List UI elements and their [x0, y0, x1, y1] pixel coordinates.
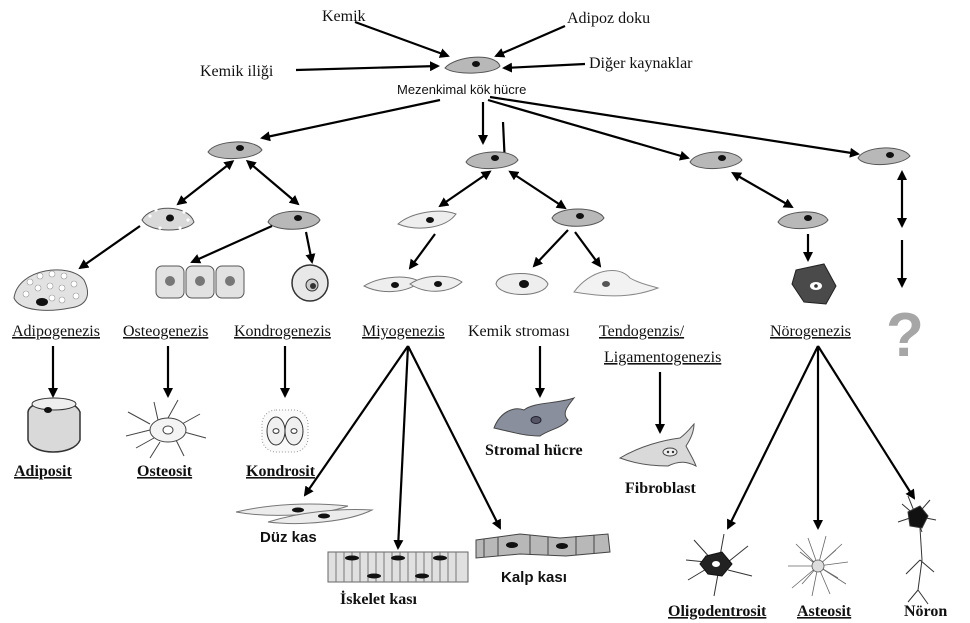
- arrow-miyo-kalp: [407, 345, 501, 530]
- source-kemik: Kemik: [322, 8, 366, 25]
- smooth-muscle-illustration: [235, 503, 374, 524]
- arrow-noro-noron: [817, 345, 916, 500]
- progenitor-cell-4: [857, 147, 911, 165]
- progenitor-cell-1: [207, 141, 263, 160]
- arrow-iligi: [295, 61, 440, 72]
- arrow-adipoz: [494, 24, 566, 58]
- label-kondrosit: Kondrosit: [246, 463, 316, 480]
- label-stromal-hucre: Stromal hücre: [485, 442, 583, 459]
- arrow-miyo-iskelet: [393, 345, 410, 550]
- source-diger-kaynaklar: Diğer kaynaklar: [589, 55, 693, 72]
- arrow-l3-2: [190, 224, 273, 264]
- stem-cell: [444, 56, 501, 74]
- lipid-filled-cell: [13, 269, 88, 311]
- label-osteogenezis: Osteogenezis: [123, 323, 208, 340]
- fibroblast-precursor: [573, 270, 660, 297]
- label-duz-kas: Düz kas: [260, 529, 317, 546]
- arrow-l3-5: [532, 229, 569, 268]
- arrow-l3-4: [408, 233, 436, 270]
- unknown-fate-question-mark: ?: [886, 301, 924, 370]
- arrow-diger: [502, 62, 586, 73]
- oligodendrocyte-illustration: [685, 533, 753, 597]
- label-tendogenezis: Tendogenzis/: [599, 323, 685, 340]
- arrow-branch-3: [487, 98, 690, 161]
- label-norogenezis: Nörogenezis: [770, 323, 851, 340]
- label-iskelet-kasi: İskelet kası: [340, 589, 417, 608]
- stromal-progenitor-cell: [551, 208, 605, 227]
- arrow-miyo-duz: [303, 345, 409, 497]
- label-adipogenezis: Adipogenezis: [12, 323, 100, 340]
- neural-precursor-cell: [791, 263, 837, 305]
- arrow-l3-6: [574, 231, 602, 268]
- label-oligodentrosit: Oligodentrosit: [668, 603, 767, 620]
- source-kemik-iligi: Kemik iliği: [200, 63, 274, 80]
- osteochondro-progenitor-cell: [267, 210, 321, 230]
- arrow-bi-4: [508, 170, 567, 210]
- source-adipoz-doku: Adipoz doku: [567, 10, 650, 27]
- arrow-bi-5: [731, 172, 794, 208]
- label-asteosit: Asteosit: [797, 603, 852, 620]
- progenitor-cell-3: [689, 151, 743, 169]
- fibroblast-illustration: [618, 422, 697, 467]
- label-kalp-kasi: Kalp kası: [501, 569, 567, 586]
- label-adiposit: Adiposit: [14, 463, 72, 480]
- label-ligamentogenezis: Ligamentogenezis: [604, 349, 721, 366]
- stromal-cell-illustration: [493, 396, 576, 437]
- neuron-illustration: [897, 495, 937, 605]
- myoblasts-fusing: [362, 275, 463, 292]
- neural-progenitor-cell: [777, 211, 829, 229]
- chondroblast-cell: [291, 264, 329, 302]
- preadipocyte-cell: [141, 207, 195, 231]
- arrow-bi-2: [245, 159, 300, 206]
- arrow-branch-4: [489, 95, 860, 158]
- osteocyte-illustration: [125, 399, 207, 459]
- stromal-cell-round: [495, 273, 549, 295]
- adipocyte-illustration: [27, 397, 81, 453]
- arrow-bi-1: [176, 160, 235, 206]
- arrow-bi-3: [438, 170, 492, 208]
- stem-cell-label: Mezenkimal kök hücre: [397, 82, 526, 97]
- label-noron: Nöron: [904, 603, 947, 620]
- arrow-noro-oligo: [727, 345, 819, 530]
- label-miyogenezis: Miyogenezis: [362, 323, 445, 340]
- progenitor-cell-2: [465, 151, 519, 169]
- osteoblast-row: [155, 265, 245, 299]
- cardiac-muscle-illustration: [475, 533, 611, 559]
- label-osteosit: Osteosit: [137, 463, 193, 480]
- label-kondrogenezis: Kondrogenezis: [234, 323, 331, 340]
- arrow-branch-1: [260, 98, 441, 142]
- chondrocyte-illustration: [261, 409, 309, 453]
- arrow-kemik: [354, 20, 450, 58]
- myoprogenitor-cell: [397, 210, 457, 229]
- label-fibroblast: Fibroblast: [625, 480, 697, 497]
- arrow-l3-1: [78, 225, 141, 270]
- label-kemik-stromasi: Kemik stroması: [468, 323, 570, 340]
- skeletal-muscle-illustration: [327, 551, 469, 583]
- astrocyte-illustration: [788, 535, 849, 597]
- arrow-l3-3: [304, 231, 316, 264]
